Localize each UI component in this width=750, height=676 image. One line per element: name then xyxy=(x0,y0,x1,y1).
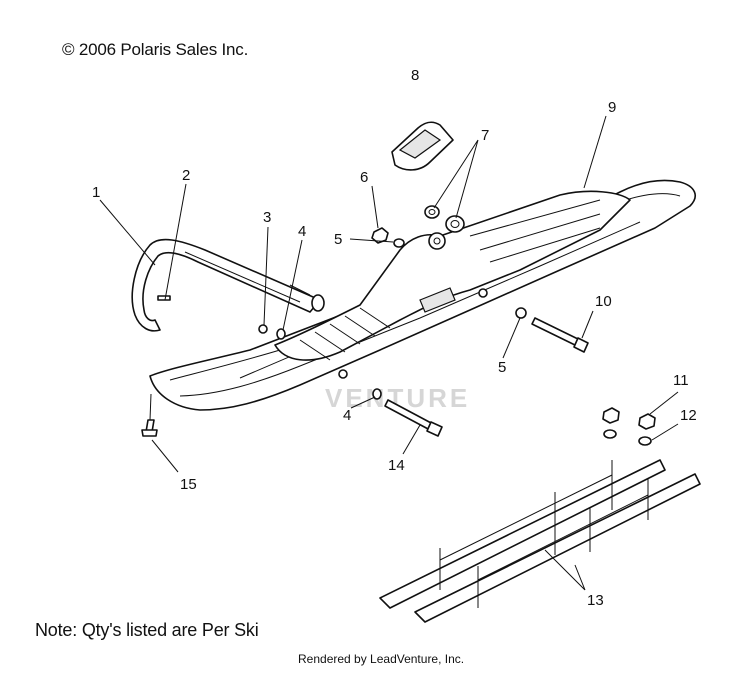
copyright-text: © 2006 Polaris Sales Inc. xyxy=(62,40,249,59)
rendered-by-text: Rendered by LeadVenture, Inc. xyxy=(298,652,465,666)
callout-6: 6 xyxy=(360,169,368,186)
callout-11: 11 xyxy=(673,372,689,389)
callout-8: 8 xyxy=(411,67,419,84)
callout-4b: 4 xyxy=(343,407,351,424)
callout-3: 3 xyxy=(263,209,271,226)
callout-4a: 4 xyxy=(298,223,306,240)
callout-14: 14 xyxy=(388,457,405,474)
carbide-nuts xyxy=(602,407,656,446)
front-bolt xyxy=(141,393,158,437)
callout-15: 15 xyxy=(180,476,197,493)
callout-labels: 1 2 3 4 5 6 7 8 9 10 5 4 14 15 11 12 13 xyxy=(92,67,697,609)
carbide-runners xyxy=(379,459,701,623)
leader-lines xyxy=(99,115,679,591)
callout-7: 7 xyxy=(481,127,489,144)
bushings xyxy=(424,205,465,233)
callout-5a: 5 xyxy=(334,231,342,248)
ski-handle xyxy=(131,238,325,332)
callout-10: 10 xyxy=(595,293,612,310)
callout-9: 9 xyxy=(608,99,616,116)
callout-12: 12 xyxy=(680,407,697,424)
wear-pad xyxy=(391,121,454,171)
spindle-bolt xyxy=(531,317,589,353)
callout-1: 1 xyxy=(92,184,100,201)
callout-5b: 5 xyxy=(498,359,506,376)
callout-2: 2 xyxy=(182,167,190,184)
ski-body xyxy=(149,179,696,411)
carbide-bolt xyxy=(384,399,443,437)
footnote-qty: Note: Qty's listed are Per Ski xyxy=(35,620,259,640)
callout-13: 13 xyxy=(587,592,604,609)
small-hardware xyxy=(157,227,527,400)
